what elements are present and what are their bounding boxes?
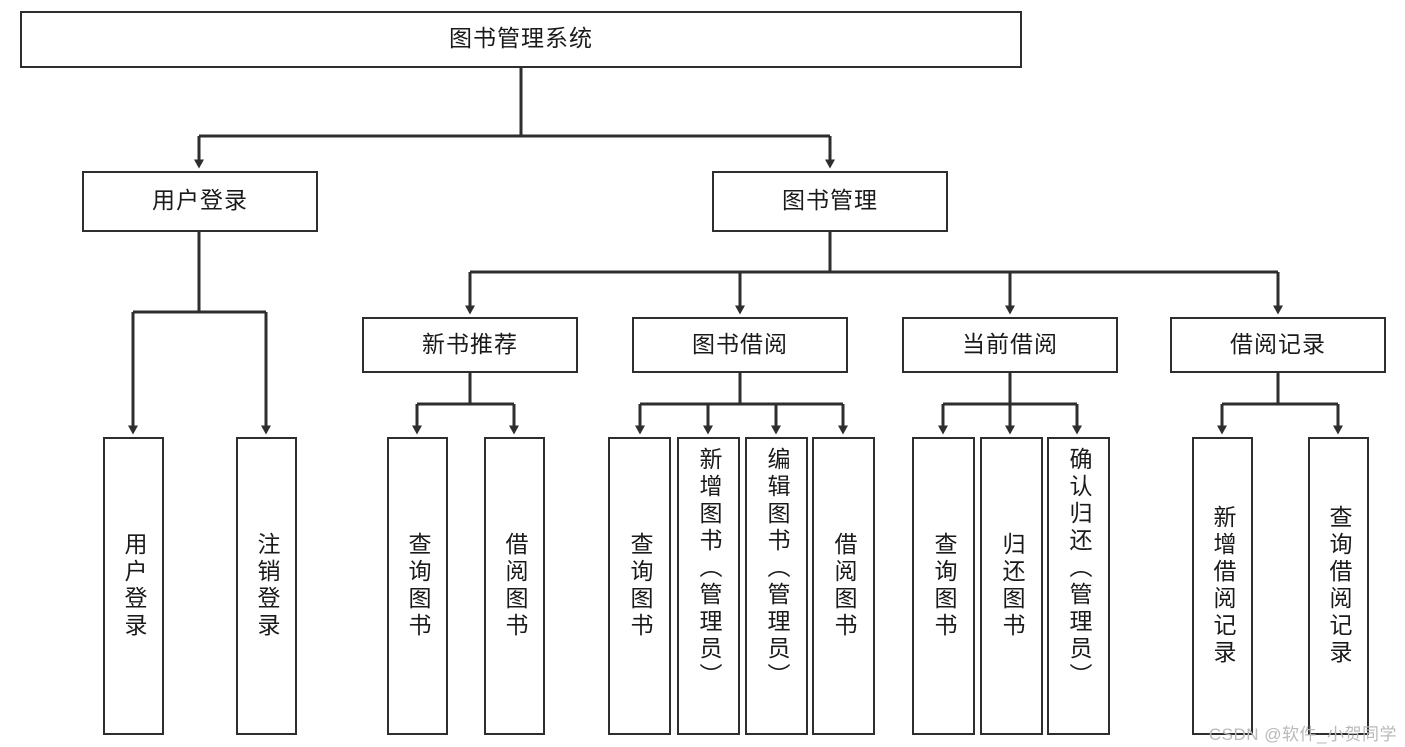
node-label: 借阅图书 [502,532,528,640]
node-label: 查询借阅记录 [1326,505,1352,667]
node-label: 新书推荐 [422,330,518,357]
node-label: 用户登录 [152,187,248,213]
node-label: 用户登录 [121,532,147,640]
node-label: 注销登录 [254,532,280,640]
node-book-borrow[interactable]: 图书借阅 [632,317,848,373]
leaf-edit-book-admin[interactable]: 编辑图书（管理员） [745,437,808,735]
node-label: 编辑图书（管理员） [764,447,790,690]
node-label: 当前借阅 [962,330,1058,357]
node-new-book-recommend[interactable]: 新书推荐 [362,317,578,373]
node-label: 确认归还（管理员） [1066,447,1092,690]
node-label: 新增借阅记录 [1210,505,1236,667]
leaf-user-login[interactable]: 用户登录 [103,437,164,735]
csdn-watermark: CSDN @软件_小贺同学 [1208,725,1397,744]
node-label: 图书管理系统 [449,25,593,51]
node-label: 图书管理 [782,187,878,213]
leaf-query-book-borrow[interactable]: 查询图书 [608,437,671,735]
node-label: 借阅记录 [1230,330,1326,357]
leaf-query-book-current[interactable]: 查询图书 [912,437,975,735]
node-label: 查询图书 [931,532,957,640]
leaf-query-borrow-record[interactable]: 查询借阅记录 [1308,437,1369,735]
node-user-login[interactable]: 用户登录 [82,171,318,232]
leaf-borrow-book-recommend[interactable]: 借阅图书 [484,437,545,735]
leaf-query-book-recommend[interactable]: 查询图书 [387,437,448,735]
node-book-management[interactable]: 图书管理 [712,171,948,232]
leaf-add-borrow-record[interactable]: 新增借阅记录 [1192,437,1253,735]
node-label: 借阅图书 [831,532,857,640]
leaf-return-book[interactable]: 归还图书 [980,437,1043,735]
node-label: 查询图书 [405,532,431,640]
leaf-logout-login[interactable]: 注销登录 [236,437,297,735]
node-root-book-management-system[interactable]: 图书管理系统 [20,11,1022,68]
leaf-confirm-return-admin[interactable]: 确认归还（管理员） [1047,437,1110,735]
leaf-add-book-admin[interactable]: 新增图书（管理员） [677,437,740,735]
node-label: 新增图书（管理员） [696,447,722,690]
node-current-borrow[interactable]: 当前借阅 [902,317,1118,373]
node-label: 查询图书 [627,532,653,640]
node-label: 图书借阅 [692,330,788,357]
node-label: 归还图书 [999,532,1025,640]
leaf-borrow-book[interactable]: 借阅图书 [812,437,875,735]
node-borrow-record[interactable]: 借阅记录 [1170,317,1386,373]
